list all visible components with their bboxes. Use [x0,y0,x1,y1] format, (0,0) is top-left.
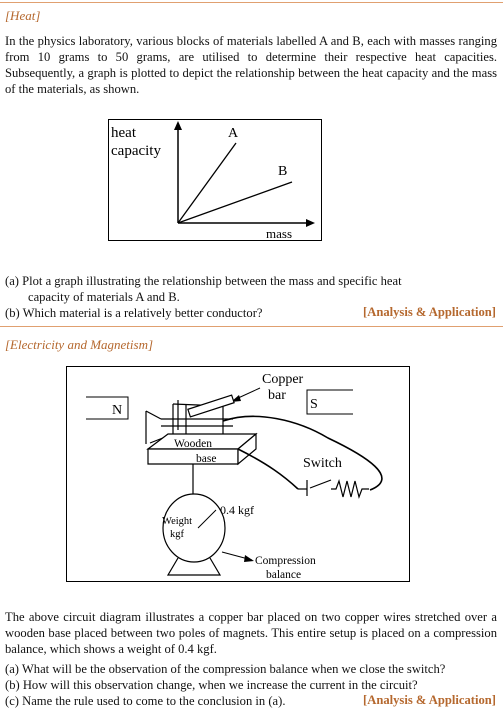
heat-question-b: (b) Which material is a relatively bette… [5,306,263,320]
heat-question-a: (a) Plot a graph illustrating the relati… [5,274,402,288]
circuit-wire-top [222,415,383,491]
magnet-n [86,396,129,420]
balance-base [166,557,222,576]
wooden-label-1: Wooden [174,438,212,450]
heat-question-a-cont: capacity of materials A and B. [28,290,180,304]
copper-label-2: bar [268,388,286,403]
compression-label-1: Compression [255,555,316,567]
section-title-em: [Electricity and Magnetism] [5,337,154,352]
line-a-label: A [228,126,239,141]
balance-needle [197,509,217,529]
heat-tag: [Analysis & Application] [363,305,496,319]
switch-label: Switch [303,456,342,471]
y-axis-arrow [174,121,182,130]
weight-label-1: Weight [162,516,192,527]
heat-intro: In the physics laboratory, various block… [5,34,497,96]
circuit-wire-bottom [237,448,299,490]
y-label-2: capacity [111,143,161,159]
copper-bar [187,394,235,418]
em-question-c: (c) Name the rule used to come to the co… [5,694,286,708]
wooden-base-front [147,448,239,465]
heat-capacity-graph: heat capacity A B mass [108,119,322,241]
switch-lever [309,479,332,489]
em-tag: [Analysis & Application] [363,693,496,707]
copper-label-1: Copper [262,372,304,387]
line-b-label: B [278,164,287,179]
magnet-s [306,389,353,415]
middle-divider [0,326,503,327]
em-intro: The above circuit diagram illustrates a … [5,610,497,656]
circuit-diagram: N S Copper bar Wooden base Weight kgf 0.… [66,366,410,582]
weight-label-2: kgf [170,529,185,540]
top-divider [0,2,503,3]
compression-pointer-arrow [244,555,254,562]
wooden-base-side [237,432,257,466]
em-question-a: (a) What will be the observation of the … [5,662,446,676]
section-title-heat: [Heat] [5,8,41,23]
x-label: mass [266,226,292,241]
y-label-1: heat [111,125,137,141]
em-question-b: (b) How will this observation change, wh… [5,678,418,692]
pole-n-label: N [112,403,122,418]
reading-label: 0.4 kgf [220,503,254,517]
line-b [177,181,293,224]
line-a [177,142,237,224]
x-axis-arrow [306,219,315,227]
wooden-label-2: base [196,453,216,465]
resistor [331,478,369,500]
pole-s-label: S [310,397,318,412]
balance-dial [162,493,226,563]
compression-label-2: balance [266,569,301,581]
copper-pointer [235,387,261,400]
